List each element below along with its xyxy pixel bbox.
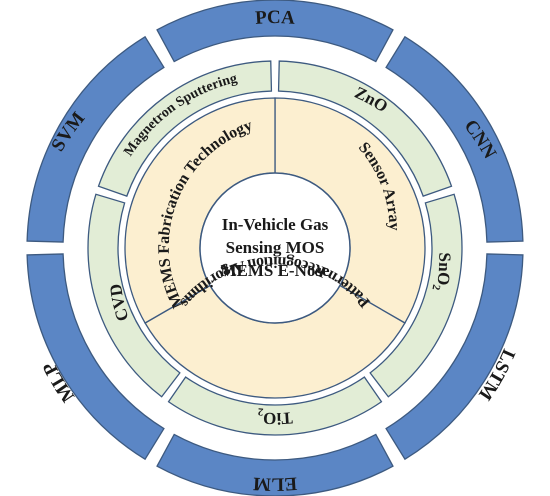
center-line-2: Sensing MOS: [226, 238, 325, 257]
middle-segment-magnetron-sputtering: [97, 60, 273, 197]
outer-segment-mlp: [26, 253, 165, 461]
middle-ring: [87, 60, 463, 436]
outer-segment-lstm: [385, 253, 524, 461]
middle-segment-zno: [277, 60, 453, 197]
center-circle: [199, 172, 351, 324]
outer-segment-pca: [156, 0, 394, 63]
outer-segment-cnn: [385, 35, 524, 243]
outer-segment-elm: [156, 433, 394, 496]
middle-segment-cvd: [87, 193, 181, 398]
center-labels: In-Vehicle Gas Sensing MOS MEMS E-Nose: [220, 215, 330, 280]
center-line-1: In-Vehicle Gas: [222, 215, 329, 234]
outer-label-pca: PCA: [255, 7, 296, 29]
middle-segment-sno2: [369, 193, 463, 398]
middle-label-tio2: TiO2: [257, 405, 293, 428]
inner-ring: [124, 97, 426, 399]
middle-segment-tio2: [167, 376, 383, 436]
outer-ring: [26, 0, 524, 496]
outer-label-elm: ELM: [252, 473, 297, 495]
center-line-3: MEMS E-Nose: [220, 261, 330, 280]
outer-segment-svm: [26, 35, 165, 243]
